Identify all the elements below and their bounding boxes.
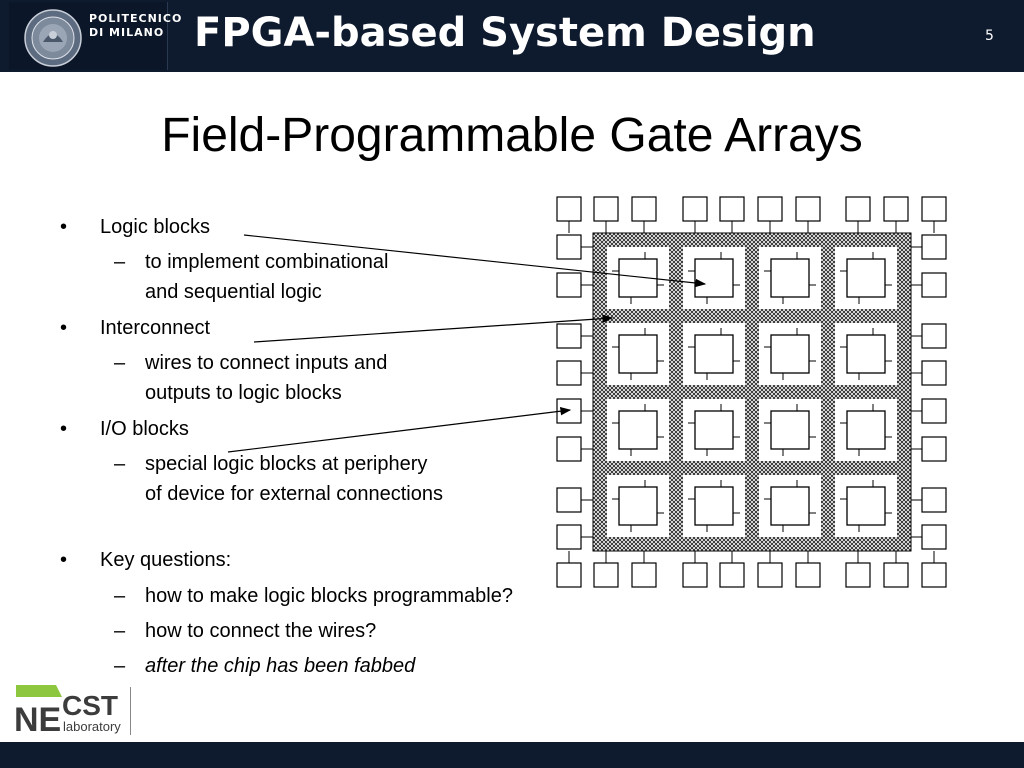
io-block: [556, 360, 582, 386]
bullet-marker: •: [60, 317, 68, 339]
io-block: [795, 562, 821, 588]
sub-bullet-item: special logic blocks at periphery: [145, 453, 428, 475]
io-block: [883, 196, 909, 222]
bullet-item: Logic blocks: [100, 216, 211, 238]
io-block: [682, 196, 708, 222]
logic-block: [694, 486, 734, 526]
callout-arrows: [227, 234, 707, 453]
bullet-marker: •: [60, 549, 68, 571]
io-block: [556, 196, 582, 222]
io-block: [719, 562, 745, 588]
slide-title: Field-Programmable Gate Arrays: [161, 109, 863, 162]
university-logo: POLITECNICO DI MILANO: [9, 2, 181, 70]
logic-block-arrow: [243, 234, 707, 288]
io-block: [593, 196, 619, 222]
io-block: [921, 196, 947, 222]
io-block-ring: [556, 196, 947, 588]
university-seal-icon: [24, 9, 82, 67]
bullet-item: Key questions:: [100, 549, 232, 571]
sub-bullet-item: how to connect the wires?: [145, 620, 377, 642]
io-block: [921, 487, 947, 513]
io-block: [682, 562, 708, 588]
sub-bullet-item: to implement combinational: [145, 251, 389, 273]
necst-logo: NE CST laboratory: [12, 683, 134, 739]
sub-bullet-item: outputs to logic blocks: [145, 382, 342, 404]
interconnect-arrow: [253, 314, 614, 343]
logic-block: [694, 258, 734, 298]
necst-cst-text: CST: [62, 690, 118, 721]
logic-block: [770, 410, 810, 450]
logic-block: [770, 334, 810, 374]
io-block: [921, 323, 947, 349]
necst-lab-text: laboratory: [63, 719, 121, 734]
university-name-line1: POLITECNICO: [89, 12, 183, 25]
logic-block: [846, 486, 886, 526]
bullet-item: I/O blocks: [100, 418, 189, 440]
necst-green-bar: [16, 685, 62, 697]
sub-bullet-item: after the chip has been fabbed: [145, 655, 416, 677]
university-name: POLITECNICO DI MILANO: [89, 12, 182, 40]
logic-block: [618, 486, 658, 526]
io-block: [556, 234, 582, 260]
page-number: 5: [985, 28, 994, 44]
io-block: [631, 562, 657, 588]
io-block: [921, 360, 947, 386]
necst-ne-text: NE: [14, 701, 61, 739]
io-block: [921, 234, 947, 260]
sub-bullet-item: wires to connect inputs and: [145, 352, 388, 374]
io-block: [556, 524, 582, 550]
logic-block: [770, 486, 810, 526]
io-block: [631, 196, 657, 222]
bullet-marker: •: [60, 418, 68, 440]
logic-block-grid: [612, 252, 892, 532]
io-block: [556, 272, 582, 298]
dash-marker: –: [114, 585, 126, 607]
logic-block: [694, 410, 734, 450]
dash-marker: –: [114, 453, 126, 475]
dash-marker: –: [114, 655, 126, 677]
io-block: [883, 562, 909, 588]
logic-block: [846, 410, 886, 450]
bullet-marker: •: [60, 216, 68, 238]
io-block: [556, 562, 582, 588]
io-block: [757, 196, 783, 222]
io-block: [921, 562, 947, 588]
course-title: FPGA-based System Design: [194, 10, 816, 56]
bullet-item: Interconnect: [100, 317, 211, 339]
io-block: [921, 524, 947, 550]
university-name-line2: DI MILANO: [89, 26, 165, 39]
io-block: [593, 562, 619, 588]
io-block: [921, 398, 947, 424]
logic-block: [846, 334, 886, 374]
io-block-arrow: [227, 407, 572, 453]
logic-block: [618, 410, 658, 450]
io-block: [719, 196, 745, 222]
sub-bullet-item: of device for external connections: [145, 483, 443, 505]
io-block: [921, 436, 947, 462]
logic-block: [846, 258, 886, 298]
footer-bar: [0, 742, 1024, 768]
sub-bullet-item: and sequential logic: [145, 281, 322, 303]
logic-block: [770, 258, 810, 298]
logic-block: [694, 334, 734, 374]
header-bar: POLITECNICO DI MILANO FPGA-based System …: [0, 0, 1024, 72]
dash-marker: –: [114, 352, 126, 374]
sub-bullet-item: how to make logic blocks programmable?: [145, 585, 513, 607]
io-block: [845, 562, 871, 588]
dash-marker: –: [114, 620, 126, 642]
io-block: [845, 196, 871, 222]
io-block: [795, 196, 821, 222]
io-block: [556, 436, 582, 462]
io-block: [921, 272, 947, 298]
io-block: [556, 323, 582, 349]
io-block: [757, 562, 783, 588]
logic-block: [618, 334, 658, 374]
io-block: [556, 487, 582, 513]
dash-marker: –: [114, 251, 126, 273]
